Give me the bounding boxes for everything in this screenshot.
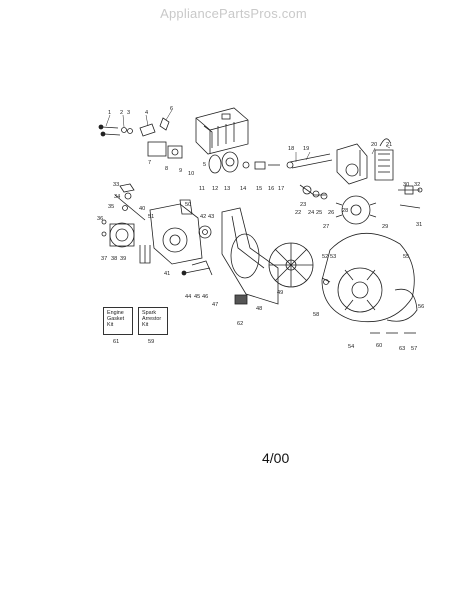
callout-57: 57 — [411, 346, 417, 352]
callout-27: 27 — [323, 224, 329, 230]
cylinder-part — [286, 138, 394, 185]
callout-1: 1 — [108, 110, 111, 116]
callout-28: 28 — [342, 208, 348, 214]
callout-53: 53 — [330, 254, 336, 260]
callout-24: 24 — [308, 210, 314, 216]
callout-15: 15 — [256, 186, 262, 192]
kit-label-line: Engine — [107, 310, 124, 316]
callout-17: 17 — [278, 186, 284, 192]
callout-5: 5 — [203, 162, 206, 168]
callout-49: 49 — [277, 290, 283, 296]
callout-9: 9 — [179, 168, 182, 174]
engine-gasket-kit-box: Engine Gasket Kit — [103, 307, 133, 335]
spark-plug-part — [398, 185, 423, 209]
callout-8: 8 — [165, 166, 168, 172]
callout-56: 56 — [418, 304, 424, 310]
callout-48: 48 — [256, 306, 262, 312]
callout-60: 60 — [376, 343, 382, 349]
callout-37: 37 — [101, 256, 107, 262]
callout-13: 13 — [224, 186, 230, 192]
impeller-fan-part — [268, 242, 314, 288]
bolt-part — [181, 267, 416, 334]
callout-39: 39 — [120, 256, 126, 262]
piston-part — [299, 184, 328, 200]
callout-12: 12 — [212, 186, 218, 192]
callout-19: 19 — [303, 146, 309, 152]
callout-4: 4 — [145, 110, 148, 116]
callout-14: 14 — [240, 186, 246, 192]
callout-54: 54 — [348, 344, 354, 350]
callout-10: 10 — [188, 171, 194, 177]
fan-housing-part — [321, 233, 418, 323]
callout-38: 38 — [111, 256, 117, 262]
callout-43: 43 — [208, 214, 214, 220]
carburetor-part — [147, 141, 183, 159]
callout-20: 20 — [371, 142, 377, 148]
revision-date: 4/00 — [262, 450, 290, 466]
callout-62: 62 — [237, 321, 243, 327]
callout-40: 40 — [139, 206, 145, 212]
spark-arrestor-kit-box: Spark Arrestor Kit — [138, 307, 168, 335]
callout-33: 33 — [113, 182, 119, 188]
callout-6: 6 — [170, 106, 173, 112]
callout-7: 7 — [148, 160, 151, 166]
kit-label-line: Arrestor — [142, 316, 162, 322]
kit-label-line: Spark — [142, 310, 157, 316]
callout-34: 34 — [114, 194, 120, 200]
site-watermark: AppliancePartsPros.com — [160, 6, 307, 21]
callout-52: 52 — [322, 254, 328, 260]
starter-handle-part — [114, 183, 146, 221]
callout-11: 11 — [199, 186, 205, 192]
callout-41: 41 — [164, 271, 170, 277]
callout-16: 16 — [268, 186, 274, 192]
callout-63: 63 — [399, 346, 405, 352]
callout-23: 23 — [300, 202, 306, 208]
callout-50: 50 — [185, 202, 191, 208]
callout-46: 46 — [202, 294, 208, 300]
callout-2: 2 — [120, 110, 123, 116]
callout-3: 3 — [127, 110, 130, 116]
engine-gasket-kit-number: 61 — [113, 339, 120, 345]
callout-36: 36 — [97, 216, 103, 222]
callout-35: 35 — [108, 204, 114, 210]
callout-58: 58 — [313, 312, 319, 318]
kit-label-line: Gasket — [107, 316, 125, 322]
blower-housing-part — [191, 207, 279, 305]
clutch-spring-part — [139, 245, 151, 264]
kit-label-line: Kit — [107, 322, 114, 328]
callout-18: 18 — [288, 146, 294, 152]
callout-25: 25 — [316, 210, 322, 216]
callout-42: 42 — [200, 214, 206, 220]
flywheel-part — [335, 195, 377, 225]
recoil-starter-part — [101, 219, 135, 248]
fuel-tank-part — [195, 107, 249, 155]
kit-label-line: Kit — [142, 322, 149, 328]
muffler-part — [234, 294, 248, 305]
callout-44: 44 — [185, 294, 191, 300]
bracket-part — [139, 117, 170, 137]
callout-31: 31 — [416, 222, 422, 228]
crankcase-part — [149, 199, 203, 265]
gasket-part — [208, 151, 280, 174]
callout-29: 29 — [382, 224, 388, 230]
callout-21: 21 — [386, 142, 392, 148]
callout-26: 26 — [328, 210, 334, 216]
callout-51: 51 — [148, 214, 154, 220]
callout-30: 30 — [403, 182, 409, 188]
callout-55: 55 — [403, 254, 409, 260]
callout-22: 22 — [295, 210, 301, 216]
callout-32: 32 — [414, 182, 420, 188]
callout-45: 45 — [194, 294, 200, 300]
callout-47: 47 — [212, 302, 218, 308]
washer-part — [121, 127, 133, 134]
screw-part — [98, 124, 121, 137]
spark-arrestor-kit-number: 59 — [148, 339, 155, 345]
